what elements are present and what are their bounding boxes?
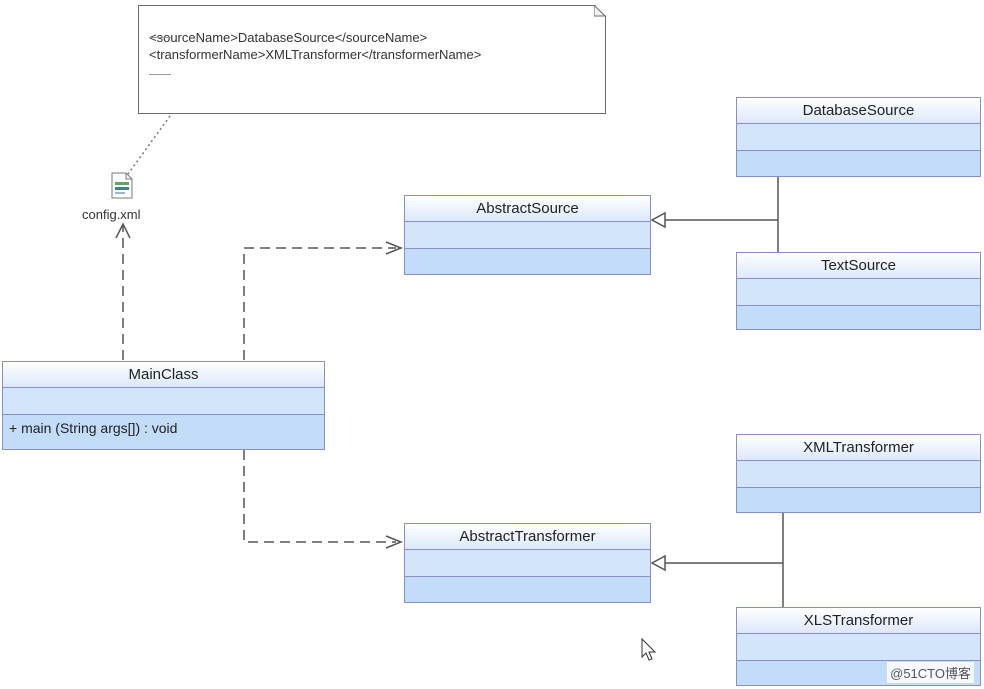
- class-attributes: [737, 634, 980, 661]
- note-fold-corner: [594, 5, 606, 17]
- class-name: AbstractTransformer: [405, 524, 650, 550]
- class-name: DatabaseSource: [737, 98, 980, 124]
- class-attributes: [3, 388, 324, 415]
- mouse-cursor-icon: [641, 638, 657, 661]
- generalization-source-arrow: [650, 211, 666, 229]
- note-ellipsis-bottom: [149, 74, 171, 75]
- xml-file-icon: [111, 172, 133, 199]
- note-line-source: <sourceName>DatabaseSource</sourceName>: [149, 30, 428, 45]
- note-ellipsis-top: [149, 37, 171, 38]
- class-name: MainClass: [3, 362, 324, 388]
- config-file-label: config.xml: [82, 207, 141, 222]
- class-name: XLSTransformer: [737, 608, 980, 634]
- class-operation-main: + main (String args[]) : void: [3, 415, 324, 441]
- class-attributes: [737, 461, 980, 488]
- note-line-transformer: <transformerName>XMLTransformer</transfo…: [149, 47, 482, 62]
- class-abstract-source[interactable]: AbstractSource: [404, 195, 651, 275]
- class-attributes: [737, 124, 980, 151]
- note-anchor-line: [127, 115, 171, 175]
- dependency-main-config-arrow: [115, 222, 131, 239]
- class-database-source[interactable]: DatabaseSource: [736, 97, 981, 177]
- class-xml-transformer[interactable]: XMLTransformer: [736, 434, 981, 513]
- class-attributes: [405, 222, 650, 249]
- config-note: <sourceName>DatabaseSource</sourceName> …: [138, 5, 606, 114]
- dependency-main-abstract-source-arrow: [385, 241, 404, 255]
- class-name: AbstractSource: [405, 196, 650, 222]
- class-abstract-transformer[interactable]: AbstractTransformer: [404, 523, 651, 603]
- class-name: TextSource: [737, 253, 980, 279]
- watermark: @51CTO博客: [887, 662, 974, 683]
- dependency-main-abstract-source: [243, 247, 396, 360]
- generalization-transformer-arrow: [650, 554, 666, 572]
- class-attributes: [737, 279, 980, 306]
- dependency-main-abstract-transformer: [243, 450, 396, 543]
- class-attributes: [405, 550, 650, 577]
- class-name: XMLTransformer: [737, 435, 980, 461]
- dependency-main-abstract-transformer-arrow: [385, 535, 404, 549]
- class-main-class[interactable]: MainClass + main (String args[]) : void: [2, 361, 325, 450]
- class-text-source[interactable]: TextSource: [736, 252, 981, 330]
